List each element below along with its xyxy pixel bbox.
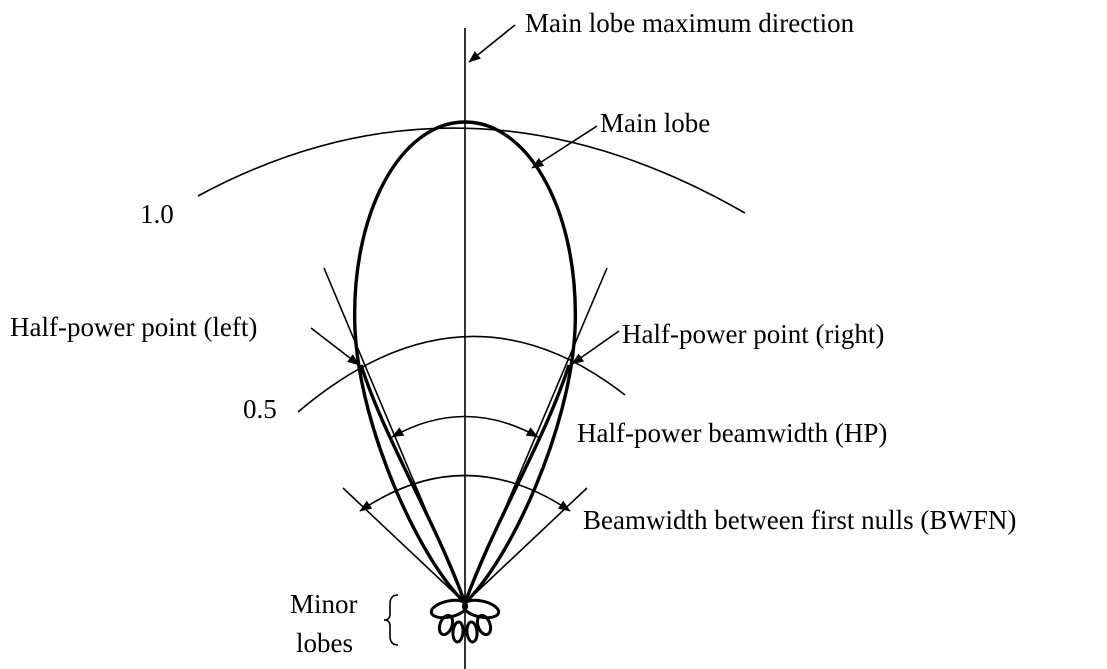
lobe-inner-left: [359, 364, 467, 604]
direction-leader-arrow: [468, 24, 516, 63]
main-lobe-direction-label: Main lobe maximum direction: [525, 8, 855, 38]
hpbw-arc: [391, 415, 539, 438]
minor-lobes-brace: [383, 594, 399, 646]
half-power-left-leader-arrow: [310, 327, 360, 366]
level-1-label: 1.0: [140, 199, 174, 229]
bwfn-label: Beamwidth between first nulls (BWFN): [583, 505, 1016, 535]
minor-lobes: [429, 598, 501, 644]
main-lobe-curve: [352, 120, 578, 605]
half-power-right-label: Half-power point (right): [622, 319, 884, 349]
main-lobe-leader-arrow: [531, 125, 598, 169]
half-power-right-leader-arrow: [571, 330, 620, 365]
main-lobe-label: Main lobe: [600, 108, 710, 138]
minor-lobes-label-line2: lobes: [296, 628, 353, 658]
bwfn-arc: [359, 474, 571, 512]
hpbw-label: Half-power beamwidth (HP): [577, 418, 887, 448]
minor-lobes-label-line1: Minor: [290, 589, 358, 619]
half-power-left-label: Half-power point (left): [10, 312, 257, 342]
lobe-inner-right: [463, 364, 571, 604]
level-05-label: 0.5: [243, 394, 277, 424]
level-1-arc: [197, 127, 746, 214]
level-05-arc: [297, 335, 626, 413]
